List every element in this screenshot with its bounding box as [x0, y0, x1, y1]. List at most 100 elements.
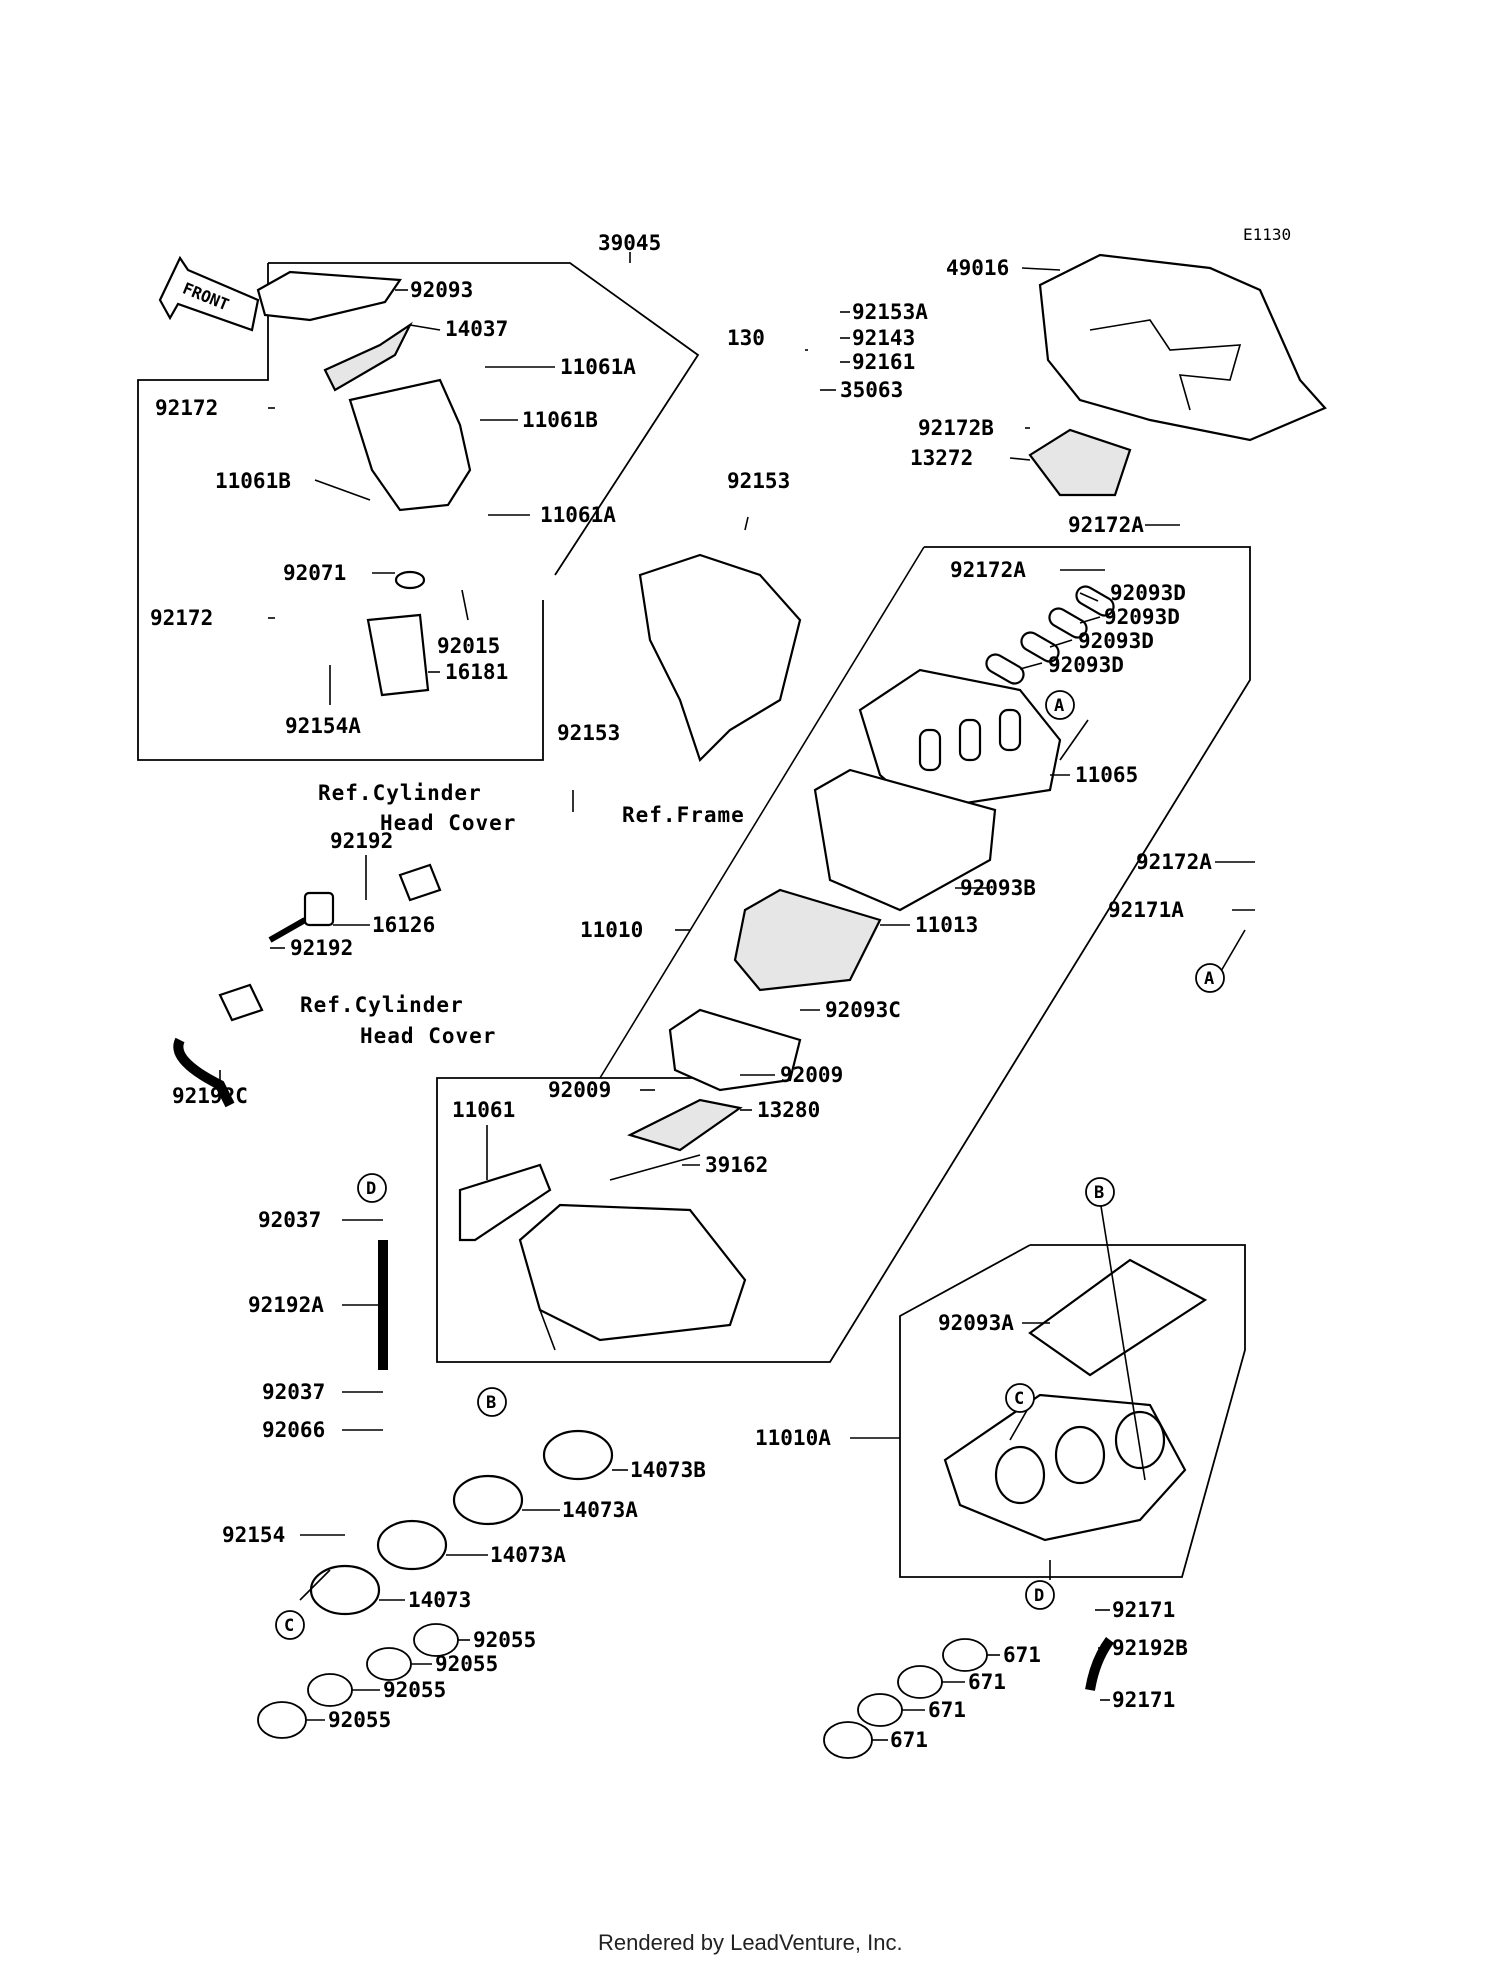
part-label: 11010A — [755, 1426, 831, 1450]
part-drawing-92071 — [394, 570, 426, 590]
footer-credit: Rendered by LeadVenture, Inc. — [598, 1930, 903, 1955]
svg-text:B: B — [1094, 1183, 1104, 1203]
part-label: 130 — [727, 326, 765, 350]
assembly-box-11010 — [436, 546, 1251, 1363]
part-drawing-16181 — [366, 613, 430, 697]
o-ring-icon — [366, 1647, 412, 1681]
part-drawing-92093D — [1020, 631, 1060, 663]
part-label: 92172B — [918, 416, 994, 440]
part-drawing-13280 — [627, 1098, 743, 1152]
part-drawing-92093 — [256, 270, 402, 322]
part-label: 92066 — [262, 1418, 325, 1442]
o-ring-icon — [942, 1638, 988, 1672]
part-drawing-14073A — [452, 1474, 524, 1526]
part-label: 92172 — [150, 606, 213, 630]
tube-icon — [268, 917, 307, 943]
part-label: 92093D — [1104, 605, 1180, 629]
part-label: 92172A — [950, 558, 1026, 582]
part-label: 16181 — [445, 660, 508, 684]
part-drawing-39162 — [609, 1154, 701, 1181]
part-label: 11061 — [452, 1098, 515, 1122]
part-label: 92055 — [435, 1652, 498, 1676]
bore-icon — [1114, 1410, 1166, 1470]
part-label: 92192C — [172, 1084, 248, 1108]
part-drawing-14073 — [309, 1564, 381, 1616]
callout-a-2: A — [1195, 963, 1225, 993]
svg-text:A: A — [1054, 696, 1064, 716]
callout-b-1: B — [1085, 1177, 1115, 1207]
part-label: 92192 — [290, 936, 353, 960]
part-label: 14037 — [445, 317, 508, 341]
ref-cylinder-head-cover-1-line2: Head Cover — [380, 811, 516, 835]
o-ring-icon — [257, 1701, 307, 1739]
part-label: 11061A — [560, 355, 636, 379]
callout-c-1: C — [1005, 1383, 1035, 1413]
assembly-box-39045 — [137, 262, 700, 761]
part-label: 92192 — [330, 829, 393, 853]
part-label: 14073B — [630, 1458, 706, 1482]
o-ring-icon — [857, 1693, 903, 1727]
part-label: 39162 — [705, 1153, 768, 1177]
leader-lines — [219, 252, 1255, 1741]
part-label: 92172A — [1068, 513, 1144, 537]
part-label: 92093D — [1110, 581, 1186, 605]
part-label: 16126 — [372, 913, 435, 937]
part-label: 14073A — [562, 1498, 638, 1522]
part-label: 92153A — [852, 300, 928, 324]
svg-text:D: D — [366, 1179, 376, 1199]
part-label: 92154A — [285, 714, 361, 738]
part-label: 92143 — [852, 326, 915, 350]
part-label: 92015 — [437, 634, 500, 658]
o-ring-icon — [823, 1721, 873, 1759]
part-label: 92153 — [727, 469, 790, 493]
part-label: 11061A — [540, 503, 616, 527]
part-label: 49016 — [946, 256, 1009, 280]
part-label: 671 — [928, 1698, 966, 1722]
part-label: 92153 — [557, 721, 620, 745]
part-drawing-92093B — [813, 768, 997, 912]
part-label: 92154 — [222, 1523, 285, 1547]
part-label: 92171A — [1108, 898, 1184, 922]
part-label: 92171 — [1112, 1598, 1175, 1622]
part-label: 92055 — [328, 1708, 391, 1732]
part-label: 92093D — [1078, 629, 1154, 653]
part-drawing-92093C — [668, 1008, 802, 1092]
part-drawing-13272 — [1028, 428, 1132, 497]
part-label: 671 — [890, 1728, 928, 1752]
part-label: 92009 — [548, 1078, 611, 1102]
bore-icon — [994, 1445, 1046, 1505]
part-drawing-92093A — [1028, 1258, 1208, 1377]
callout-b-2: B — [477, 1387, 507, 1417]
svg-text:A: A — [1204, 969, 1214, 989]
callout-d-1: D — [357, 1173, 387, 1203]
part-labels: 39045 92093 14037 11061A 11061B 92172 11… — [150, 231, 1212, 1752]
part-label: 11061B — [215, 469, 291, 493]
part-label: 39045 — [598, 231, 661, 255]
part-label: 13272 — [910, 446, 973, 470]
part-label: 92093 — [410, 278, 473, 302]
part-label: 92093C — [825, 998, 901, 1022]
ref-frame: Ref.Frame — [622, 803, 745, 827]
callout-a-1: A — [1045, 690, 1075, 720]
part-label: 671 — [1003, 1643, 1041, 1667]
callout-d-2: D — [1025, 1580, 1055, 1610]
part-label: 92093A — [938, 1311, 1014, 1335]
part-drawing-14073A — [376, 1519, 448, 1571]
port-icon — [958, 718, 982, 762]
part-label: 11013 — [915, 913, 978, 937]
part-drawing-cyl-head-cover-2 — [218, 983, 264, 1022]
part-label: 35063 — [840, 378, 903, 402]
ref-cylinder-head-cover-1-line1: Ref.Cylinder — [318, 781, 482, 805]
part-label: 11061B — [522, 408, 598, 432]
bore-icon — [1054, 1425, 1106, 1485]
part-drawing-49016 — [1038, 253, 1327, 442]
part-drawing-frame-duct — [638, 553, 802, 763]
part-label: 92161 — [852, 350, 915, 374]
part-drawing-cyl-head-cover-1 — [398, 863, 442, 902]
part-drawing-92093D — [1075, 585, 1115, 617]
ref-cylinder-head-cover-2-line1: Ref.Cylinder — [300, 993, 464, 1017]
diagram-code: E1130 — [1243, 225, 1291, 244]
port-icon — [998, 708, 1022, 752]
part-drawing-92093D — [1048, 607, 1088, 639]
